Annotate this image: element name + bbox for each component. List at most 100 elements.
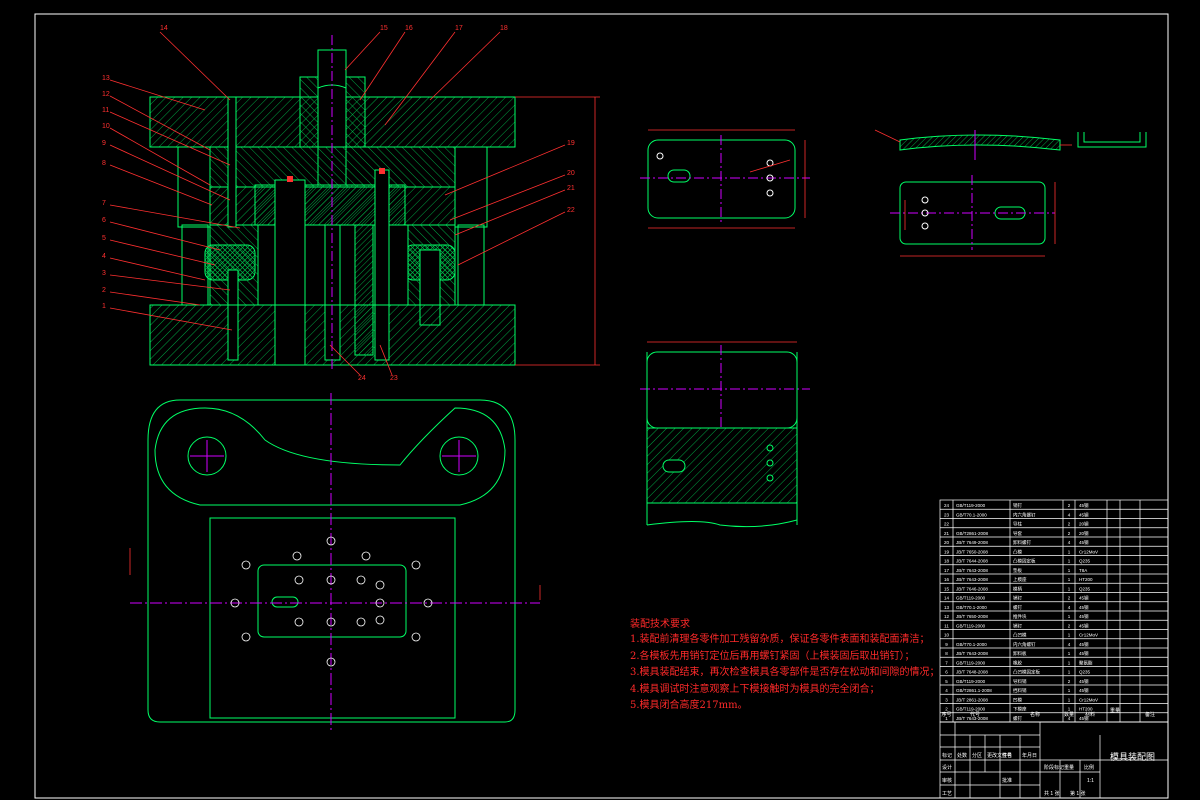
bom-cell-no: 12: [944, 614, 950, 619]
bom-cell-code: JB/T 7643-2008: [956, 568, 988, 573]
bom-cell-code: JB/T 7650-2008: [956, 549, 988, 554]
bom-cell-name: 凸凹模: [1013, 632, 1027, 639]
part-number-label: 6: [102, 217, 106, 224]
bom-cell-qty: 2: [1068, 503, 1071, 508]
bom-cell-qty: 1: [1068, 559, 1071, 564]
bom-cell-qty: 1: [1068, 670, 1071, 675]
bom-cell-name: 凸凹模固定板: [1013, 669, 1040, 676]
part-number-label: 18: [500, 25, 508, 32]
requirement-line-2: 2.各模板先用销钉定位后再用螺钉紧固（上模装固后取出销钉）；: [630, 650, 915, 662]
section-view: [149, 35, 516, 372]
bom-cell-material: HT200: [1079, 577, 1093, 582]
title-block: [939, 721, 1169, 799]
bom-cell-no: 22: [944, 522, 950, 527]
requirement-line-3: 3.模具装配结束，再次检查模具各零部件是否存在松动和间隙的情况；: [630, 667, 940, 678]
title-block-label: 共 1 张: [1044, 790, 1060, 797]
bom-cell-code: JB/T 7643-2008: [956, 651, 988, 656]
title-block-label: 审核: [942, 777, 952, 784]
bom-cell-name: 卸料板: [1013, 650, 1027, 657]
bom-cell-name: 销钉: [1013, 595, 1022, 602]
bom-cell-code: GB/T70.1-2000: [956, 512, 987, 517]
bom-cell-no: 10: [944, 633, 950, 638]
bom-header-code: 代号: [970, 711, 980, 718]
part-number-label: 20: [567, 170, 575, 177]
bom-cell-qty: 2: [1068, 623, 1071, 628]
bom-cell-qty: 1: [1068, 633, 1071, 638]
bom-cell-material: HT200: [1079, 707, 1093, 712]
bom-cell-qty: 1: [1068, 568, 1071, 573]
part-number-label: 14: [160, 25, 168, 32]
part-number-label: 8: [102, 160, 106, 167]
requirement-line-1: 1.装配前清理各零件加工残留杂质，保证各零件表面和装配面清洁；: [630, 634, 930, 645]
bom-cell-name: 上模座: [1013, 576, 1027, 583]
bom-cell-material: 45钢: [1079, 511, 1089, 518]
bom-header-name: 名称: [1030, 711, 1040, 718]
bom-header-weight: 重量: [1110, 707, 1120, 714]
drawing-frame: [34, 13, 1169, 799]
bom-cell-no: 17: [944, 568, 950, 573]
title-block-scale: 1:1: [1087, 778, 1094, 784]
part-number-label: 15: [380, 25, 388, 32]
bom-cell-qty: 2: [1068, 596, 1071, 601]
formed-part-plan: [890, 175, 1055, 250]
bom-cell-material: 45钢: [1079, 502, 1089, 509]
bom-cell-code: GB/T70.1-2000: [956, 642, 987, 647]
bom-cell-material: Cr12MoV: [1079, 633, 1098, 638]
title-block-label: 处数: [957, 752, 967, 759]
bom-cell-material: 45钢: [1079, 641, 1089, 648]
technical-requirements: 装配技术要求 1.装配前清理各零件加工残留杂质，保证各零件表面和装配面清洁； 2…: [630, 618, 940, 715]
bom-cell-material: 45钢: [1079, 715, 1089, 722]
bom-cell-code: JB/T 2861-2008: [956, 697, 988, 702]
part-number-label: 22: [567, 207, 575, 214]
part-number-label: 23: [390, 375, 398, 382]
bom-cell-no: 11: [944, 623, 949, 628]
part-number-label: 9: [102, 140, 106, 147]
bom-cell-qty: 1: [1068, 577, 1071, 582]
bom-cell-name: 推件块: [1013, 613, 1027, 620]
bom-cell-code: GB/T119-2000: [956, 660, 986, 665]
part-number-label: 21: [567, 185, 575, 192]
part-number-label: 1: [102, 303, 106, 310]
bom-cell-name: 内六角螺钉: [1013, 511, 1036, 518]
bom-cell-no: 3: [945, 697, 948, 702]
strip-layout-view: [640, 345, 810, 528]
bom-cell-qty: 2: [1068, 522, 1071, 527]
bom-cell-material: Q235: [1079, 586, 1091, 591]
bom-cell-code: GB/T119-2000: [956, 707, 986, 712]
bom-cell-code: JB/T 7646-2008: [956, 586, 988, 591]
bom-cell-name: 挡料销: [1013, 687, 1027, 694]
part-number-label: 3: [102, 270, 106, 277]
bom-cell-no: 7: [945, 660, 948, 665]
bom-cell-qty: 4: [1068, 642, 1071, 647]
bom-cell-material: 45钢: [1079, 678, 1089, 685]
bom-cell-qty: 1: [1068, 549, 1071, 554]
bom-cell-no: 21: [944, 531, 950, 536]
bom-cell-name: 销钉: [1013, 622, 1022, 629]
bom-cell-name: 导料销: [1013, 678, 1027, 685]
bom-cell-material: T8A: [1079, 568, 1087, 573]
bom-cell-material: 45钢: [1079, 595, 1089, 602]
bom-cell-no: 14: [944, 596, 950, 601]
plan-view: [130, 393, 540, 730]
bom-table: [939, 499, 1169, 723]
title-block-label: 比例: [1084, 764, 1094, 771]
part-number-label: 7: [102, 200, 106, 207]
requirement-line-5: 5.模具闭合高度217mm。: [630, 700, 748, 711]
part-number-label: 10: [102, 123, 110, 130]
bom-cell-no: 6: [945, 670, 948, 675]
bom-cell-qty: 1: [1068, 707, 1071, 712]
bom-cell-name: 内六角螺钉: [1013, 641, 1036, 648]
bom-cell-material: 聚氨酯: [1079, 659, 1093, 666]
bom-cell-qty: 1: [1068, 697, 1071, 702]
title-block-label: 阶段标记: [1044, 764, 1064, 771]
bom-cell-name: 螺钉: [1013, 604, 1022, 611]
bom-cell-no: 1: [945, 716, 948, 721]
bom-cell-material: 45钢: [1079, 539, 1089, 546]
bom-cell-name: 凸模固定板: [1013, 558, 1036, 565]
bom-cell-qty: 1: [1068, 651, 1071, 656]
leader-lines: [109, 31, 566, 376]
title-block-label: 工艺: [942, 791, 952, 797]
part-number-label: 13: [102, 75, 110, 82]
